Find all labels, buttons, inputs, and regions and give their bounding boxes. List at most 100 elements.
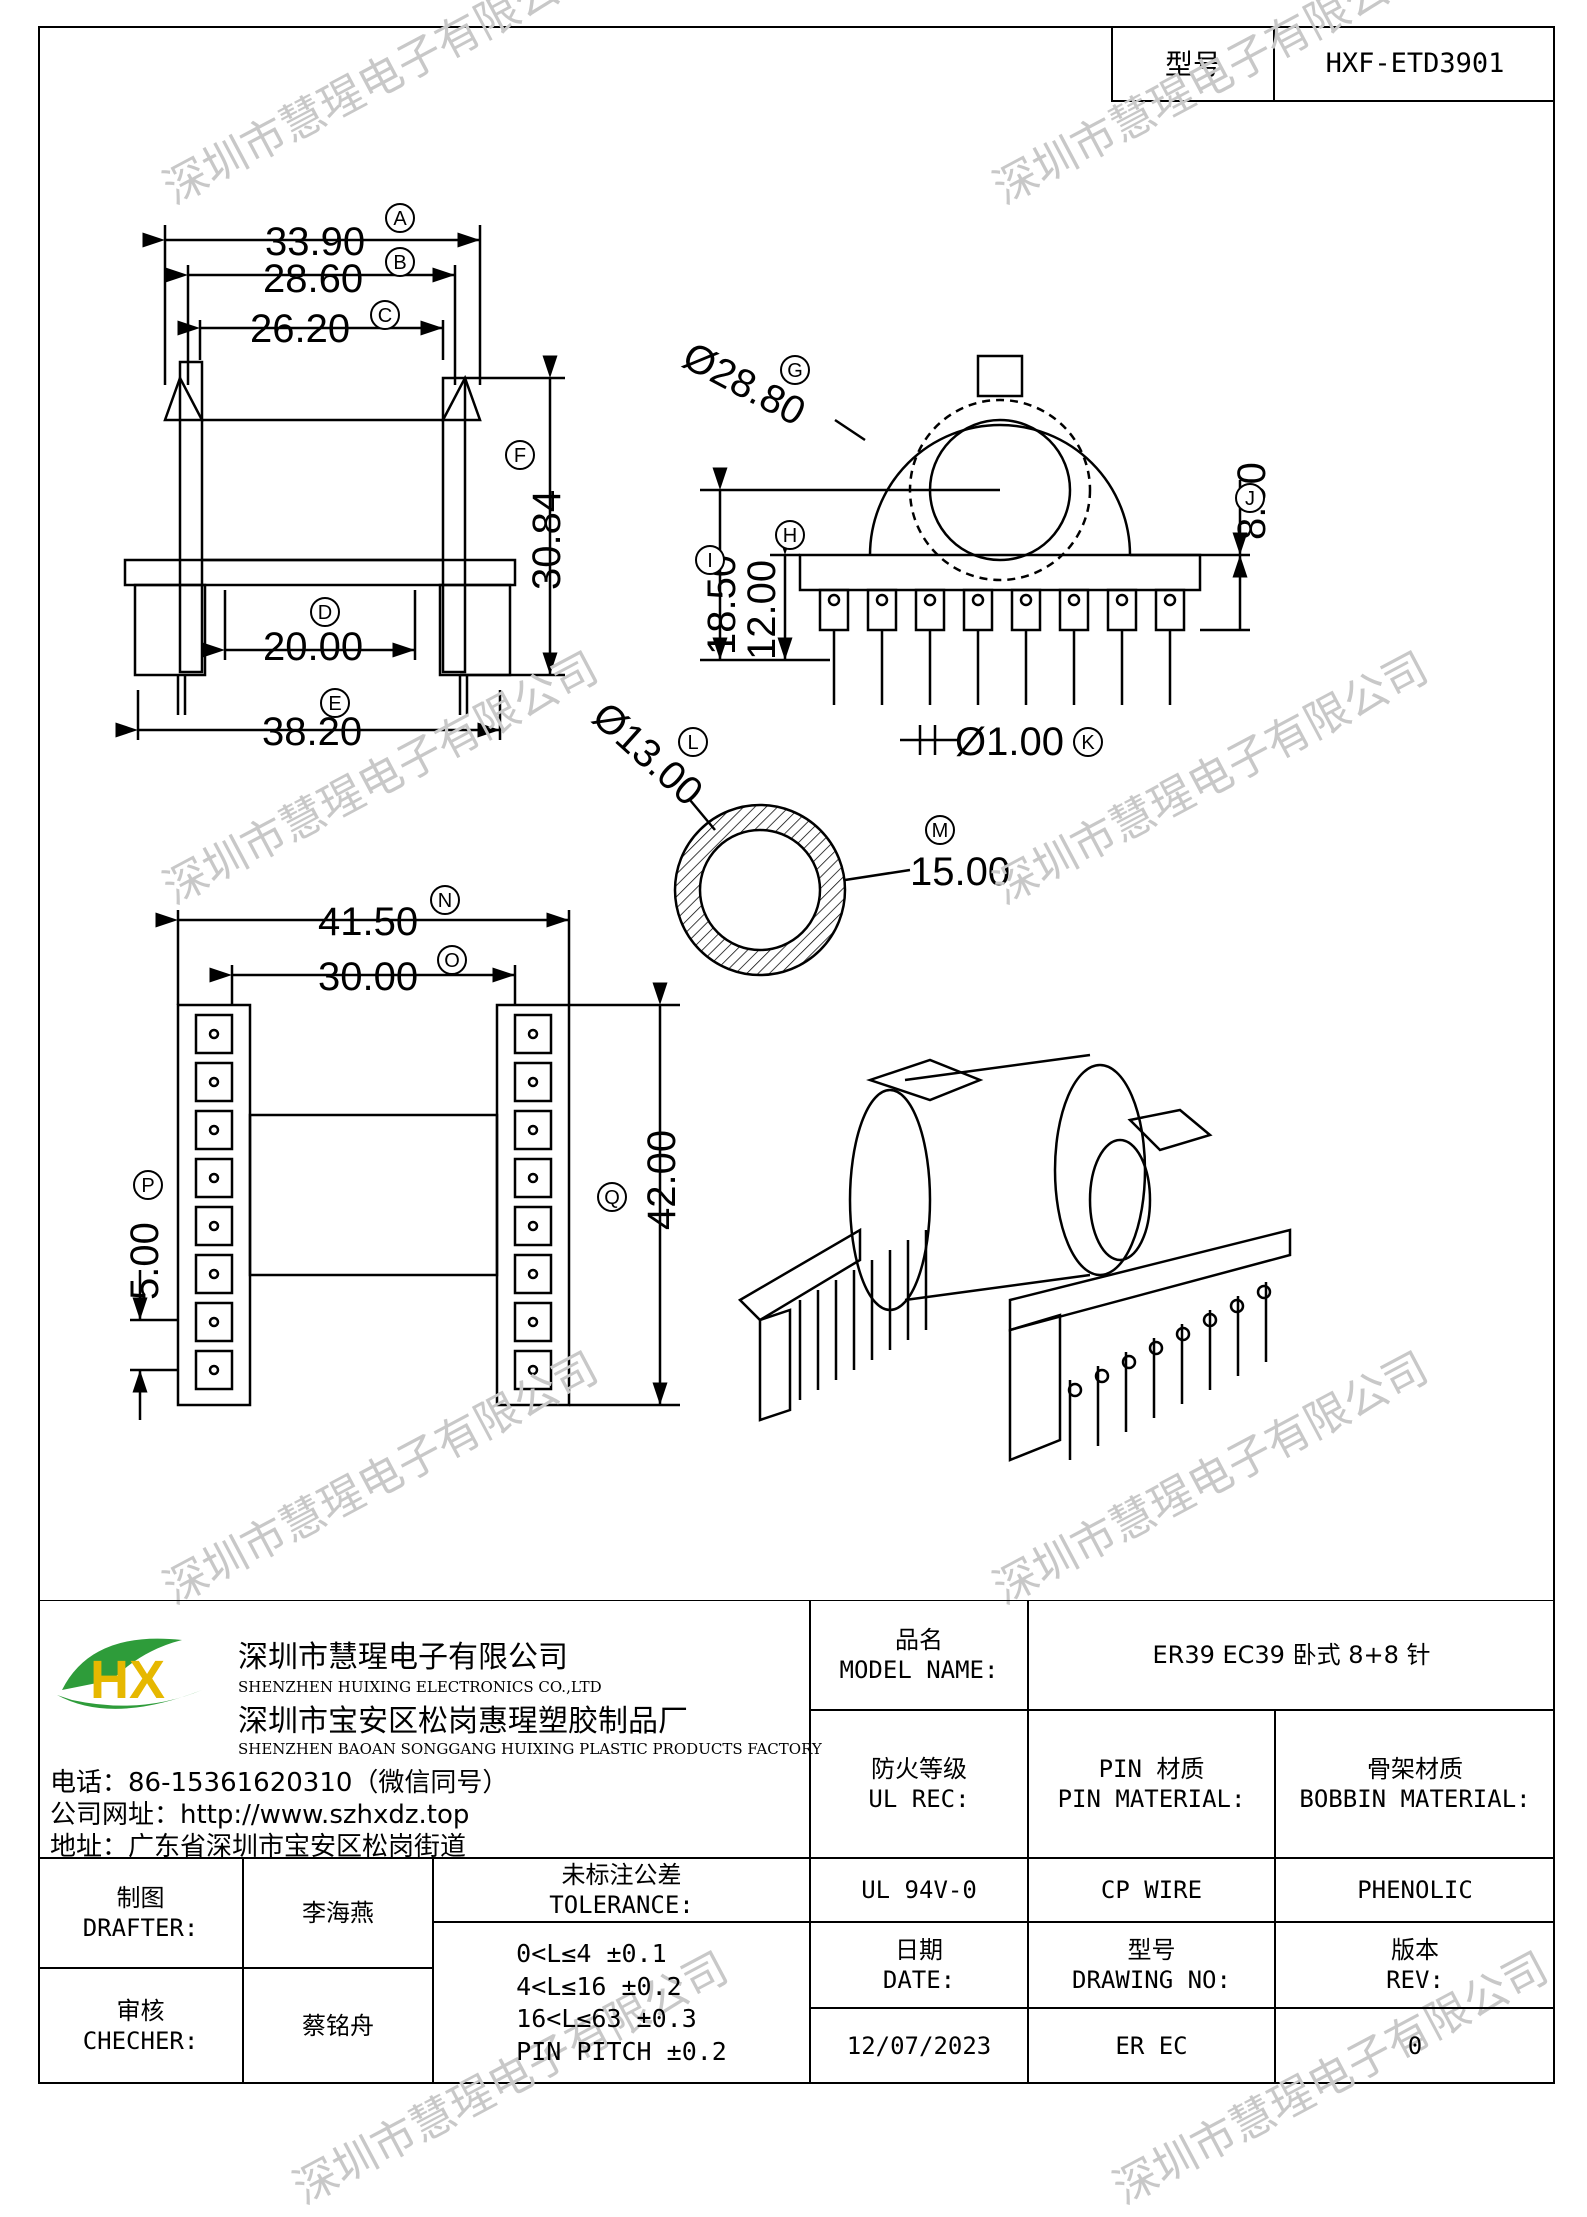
dim-marker-circle [370, 300, 400, 330]
dim-marker-n: N [438, 890, 452, 912]
iso-pin-head [1148, 1340, 1164, 1356]
dim-marker-circle [780, 355, 810, 385]
model-name-cn: 品名 [895, 1626, 943, 1654]
pin-hole [527, 1268, 539, 1280]
pin-slot [194, 1061, 234, 1103]
pin-slot [513, 1253, 553, 1295]
dim-o: 30.00 [318, 955, 418, 999]
dim-marker-circle [133, 1170, 163, 1200]
dim-marker-e: E [328, 693, 341, 715]
dim-marker-j: J [1245, 488, 1255, 510]
pin-hole [208, 1172, 220, 1184]
pin-slot [194, 1109, 234, 1151]
technical-drawing: 33.90 28.60 26.20 20.00 38.20 30.84 Ø28.… [115, 203, 1292, 1462]
pin-slot [194, 1349, 234, 1391]
dim-f: 30.84 [525, 490, 569, 590]
dim-marker-q: Q [604, 1187, 620, 1209]
dim-marker-d: D [318, 602, 332, 624]
pin-cn: PIN 材质 [1098, 1755, 1205, 1783]
dim-marker-circle [437, 945, 467, 975]
dim-marker-m: M [932, 820, 949, 842]
bobbin-value: PHENOLIC [1357, 1876, 1473, 1904]
pin-hole [527, 1028, 539, 1040]
pin-hole [527, 1076, 539, 1088]
pin-hole [208, 1028, 220, 1040]
pin-hole [527, 1172, 539, 1184]
model-name-en: MODEL NAME: [839, 1656, 999, 1684]
tolerance-en: TOLERANCE: [549, 1891, 694, 1919]
dim-marker-circle [320, 688, 350, 718]
ul-value: UL 94V-0 [861, 1876, 977, 1904]
dim-marker-i: I [707, 550, 713, 572]
pin-hole [1067, 593, 1081, 607]
pin-slot [513, 1301, 553, 1343]
rev-value: 0 [1407, 2032, 1423, 2060]
rev-label: 版本 REV: [1275, 1922, 1555, 2008]
dim-marker-k: K [1081, 732, 1095, 754]
drafter-value: 李海燕 [302, 1899, 374, 1927]
iso-pin-head [1229, 1298, 1245, 1314]
title-block: HX 深圳市慧瑆电子有限公司 SHENZHEN HUIXING ELECTRON… [38, 1600, 1555, 2084]
dim-k: Ø1.00 [955, 720, 1064, 764]
date-en: DATE: [882, 1966, 956, 1994]
pin-slot [513, 1205, 553, 1247]
contact-phone: 电话：86-15361620310（微信同号） [50, 1768, 509, 1798]
logo-letters: HX [90, 1650, 165, 1710]
pin-slot [194, 1157, 234, 1199]
pin-en: PIN MATERIAL: [1057, 1785, 1246, 1813]
bobbin-cn: 骨架材质 [1367, 1755, 1463, 1783]
dim-marker-circle [597, 1182, 627, 1212]
dim-b: 28.60 [263, 257, 363, 301]
pin-value: CP WIRE [1100, 1876, 1203, 1904]
pin-hole [527, 1364, 539, 1376]
title-block-grid [38, 1600, 1555, 2084]
drawing-cn: 型号 [1127, 1936, 1176, 1964]
pin-hole [827, 593, 841, 607]
bobbin-en: BOBBIN MATERIAL: [1299, 1785, 1531, 1813]
dim-marker-g: G [787, 360, 803, 382]
tolerance-values: 0<L≤4 ±0.1 4<L≤16 ±0.2 16<L≤63 ±0.3 PIN … [433, 1922, 810, 2084]
pin-hole [1115, 593, 1129, 607]
pin-hole [1163, 593, 1177, 607]
pin-hole [923, 593, 937, 607]
dim-marker-a: A [393, 208, 407, 230]
dim-e: 38.20 [262, 710, 362, 754]
rev-cn: 版本 [1391, 1936, 1439, 1964]
dim-marker-p: P [141, 1175, 154, 1197]
dim-h: 12.00 [740, 560, 784, 660]
pin-label: PIN 材质 PIN MATERIAL: [1028, 1710, 1275, 1858]
dim-marker-circle [505, 440, 535, 470]
dim-marker-o: O [444, 950, 460, 972]
tolerance-line: 4<L≤16 ±0.2 [516, 1971, 682, 2001]
pin-hole [527, 1316, 539, 1328]
pin-slot [513, 1349, 553, 1391]
dim-p: 5.00 [123, 1222, 167, 1300]
iso-pin-head [1175, 1326, 1191, 1342]
factory-name-cn: 深圳市宝安区松岗惠瑆塑胶制品厂 [238, 1704, 688, 1739]
ul-cn: 防火等级 [871, 1755, 967, 1783]
date-value: 12/07/2023 [846, 2032, 992, 2060]
model-name-label: 品名 MODEL NAME: [810, 1600, 1028, 1710]
rev-en: REV: [1386, 1966, 1444, 1994]
checker-value: 蔡铭舟 [302, 2012, 374, 2040]
dim-marker-h: H [783, 525, 797, 547]
iso-pin-head [1067, 1382, 1083, 1398]
pin-slot [194, 1013, 234, 1055]
dim-marker-circle [775, 520, 805, 550]
drafter-cn: 制图 [116, 1884, 165, 1912]
dim-q: 42.00 [640, 1130, 684, 1230]
drawing-en: DRAWING NO: [1072, 1966, 1231, 1994]
pin-hole [208, 1220, 220, 1232]
bottom-view [130, 910, 680, 1420]
company-logo: HX [52, 1620, 222, 1730]
side-view [115, 225, 565, 740]
model-name-value: ER39 EC39 卧式 8+8 针 [1152, 1641, 1431, 1669]
drawing-no-label: 型号 DRAWING NO: [1028, 1922, 1275, 2008]
model-box: 型号 HXF-ETD3901 [1111, 26, 1555, 102]
model-label: 型号 [1113, 26, 1275, 100]
dim-marker-circle [1073, 727, 1103, 757]
isometric-view [737, 1053, 1292, 1462]
tolerance-label: 未标注公差 TOLERANCE: [433, 1858, 810, 1922]
dim-marker-circle [695, 545, 725, 575]
tube-section [673, 799, 911, 977]
